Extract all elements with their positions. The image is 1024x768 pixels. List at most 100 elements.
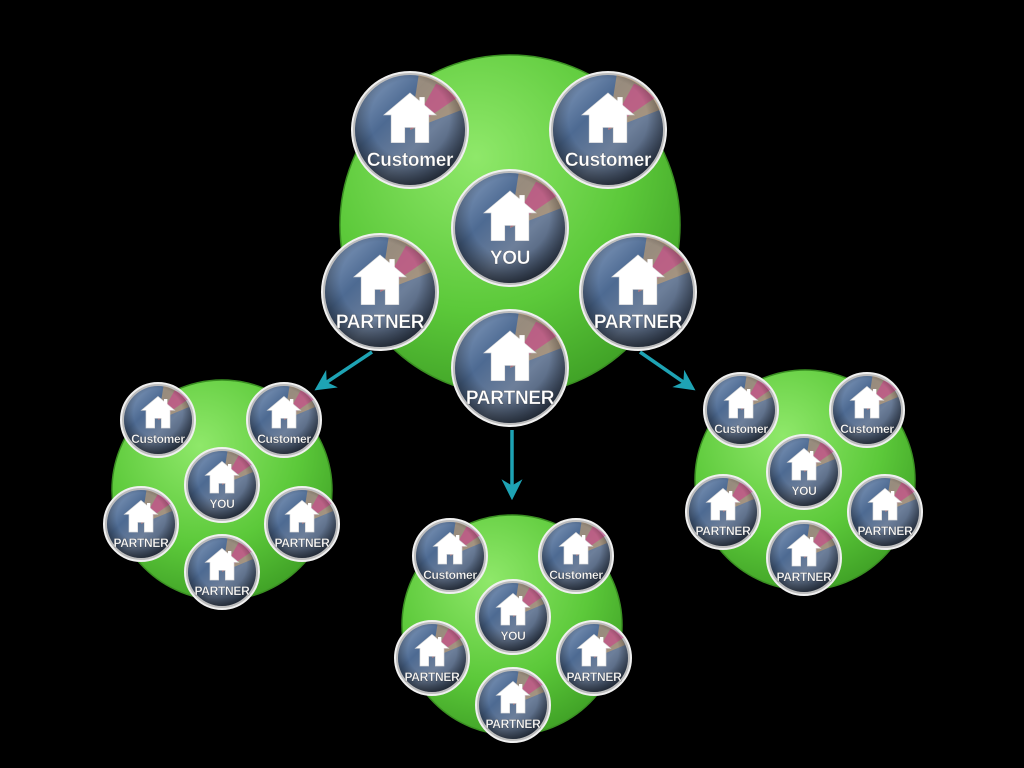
node-shade <box>355 75 465 185</box>
partner-node: PARTNER <box>766 520 842 596</box>
chimney-shape <box>810 451 814 459</box>
node-shade <box>833 376 901 444</box>
partner-node: PARTNER <box>451 309 569 427</box>
partner-label: PARTNER <box>336 312 425 333</box>
partner-label: PARTNER <box>566 670 622 684</box>
node-shade <box>851 478 919 546</box>
partner-label: PARTNER <box>113 536 169 550</box>
node-shade <box>188 451 256 519</box>
partner-node: PARTNER <box>556 620 632 696</box>
you-label: YOU <box>490 248 530 269</box>
partner-label: PARTNER <box>466 388 555 409</box>
customer-node: Customer <box>246 382 322 458</box>
node-shade <box>560 624 628 692</box>
customer-label: Customer <box>257 432 311 446</box>
partner-node: PARTNER <box>579 233 697 351</box>
node-shade <box>107 490 175 558</box>
partner-label: PARTNER <box>594 312 683 333</box>
partner-node: PARTNER <box>103 486 179 562</box>
node-shade <box>455 313 565 423</box>
node-shade <box>770 524 838 592</box>
node-shade <box>770 438 838 506</box>
you-node: YOU <box>766 434 842 510</box>
chimney-shape <box>582 535 586 543</box>
customer-label: Customer <box>367 150 454 171</box>
you-node: YOU <box>475 579 551 655</box>
partner-label: PARTNER <box>194 584 250 598</box>
customer-node: Customer <box>538 518 614 594</box>
partner-node: PARTNER <box>475 667 551 743</box>
chimney-shape <box>519 335 525 347</box>
customer-label: Customer <box>714 422 768 436</box>
chimney-shape <box>438 637 442 645</box>
customer-node: Customer <box>120 382 196 458</box>
partner-label: PARTNER <box>776 570 832 584</box>
partner-node: PARTNER <box>847 474 923 550</box>
customer-node: Customer <box>549 71 667 189</box>
chimney-shape <box>228 464 232 472</box>
arrows <box>314 350 696 501</box>
chimney-shape <box>308 503 312 511</box>
chimney-shape <box>617 97 623 109</box>
node-shade <box>707 376 775 444</box>
chimney-shape <box>647 259 653 271</box>
partner-node: PARTNER <box>264 486 340 562</box>
node-shade <box>268 490 336 558</box>
customer-label: Customer <box>565 150 652 171</box>
node-shade <box>188 538 256 606</box>
partner-node: PARTNER <box>184 534 260 610</box>
chimney-shape <box>810 537 814 545</box>
customer-label: Customer <box>549 568 603 582</box>
partner-label: PARTNER <box>695 524 751 538</box>
chimney-shape <box>729 491 733 499</box>
node-shade <box>455 173 565 283</box>
customer-label: Customer <box>840 422 894 436</box>
customer-label: Customer <box>423 568 477 582</box>
partner-node: PARTNER <box>394 620 470 696</box>
you-node: YOU <box>451 169 569 287</box>
chimney-shape <box>389 259 395 271</box>
node-shade <box>553 75 663 185</box>
partner-label: PARTNER <box>485 717 541 731</box>
partner-node: PARTNER <box>685 474 761 550</box>
chimney-shape <box>600 637 604 645</box>
node-shade <box>124 386 192 454</box>
customer-node: Customer <box>703 372 779 448</box>
chimney-shape <box>456 535 460 543</box>
arrow-to-left <box>314 350 373 391</box>
customer-node: Customer <box>351 71 469 189</box>
node-shade <box>689 478 757 546</box>
customer-node: Customer <box>829 372 905 448</box>
node-shade <box>583 237 693 347</box>
you-label: YOU <box>209 497 234 511</box>
chimney-shape <box>747 389 751 397</box>
partner-node: PARTNER <box>321 233 439 351</box>
chimney-shape <box>519 684 523 692</box>
chimney-shape <box>228 551 232 559</box>
node-shade <box>416 522 484 590</box>
partner-label: PARTNER <box>857 524 913 538</box>
node-shade <box>542 522 610 590</box>
chimney-shape <box>891 491 895 499</box>
node-shade <box>398 624 466 692</box>
you-node: YOU <box>184 447 260 523</box>
you-label: YOU <box>500 629 525 643</box>
chimney-shape <box>147 503 151 511</box>
chimney-shape <box>419 97 425 109</box>
customer-node: Customer <box>412 518 488 594</box>
customer-label: Customer <box>131 432 185 446</box>
chimney-shape <box>164 399 168 407</box>
partner-label: PARTNER <box>274 536 330 550</box>
you-label: YOU <box>791 484 816 498</box>
chimney-shape <box>519 195 525 207</box>
node-shade <box>250 386 318 454</box>
node-shade <box>479 671 547 739</box>
partner-label: PARTNER <box>404 670 460 684</box>
arrow-to-right <box>639 350 696 391</box>
